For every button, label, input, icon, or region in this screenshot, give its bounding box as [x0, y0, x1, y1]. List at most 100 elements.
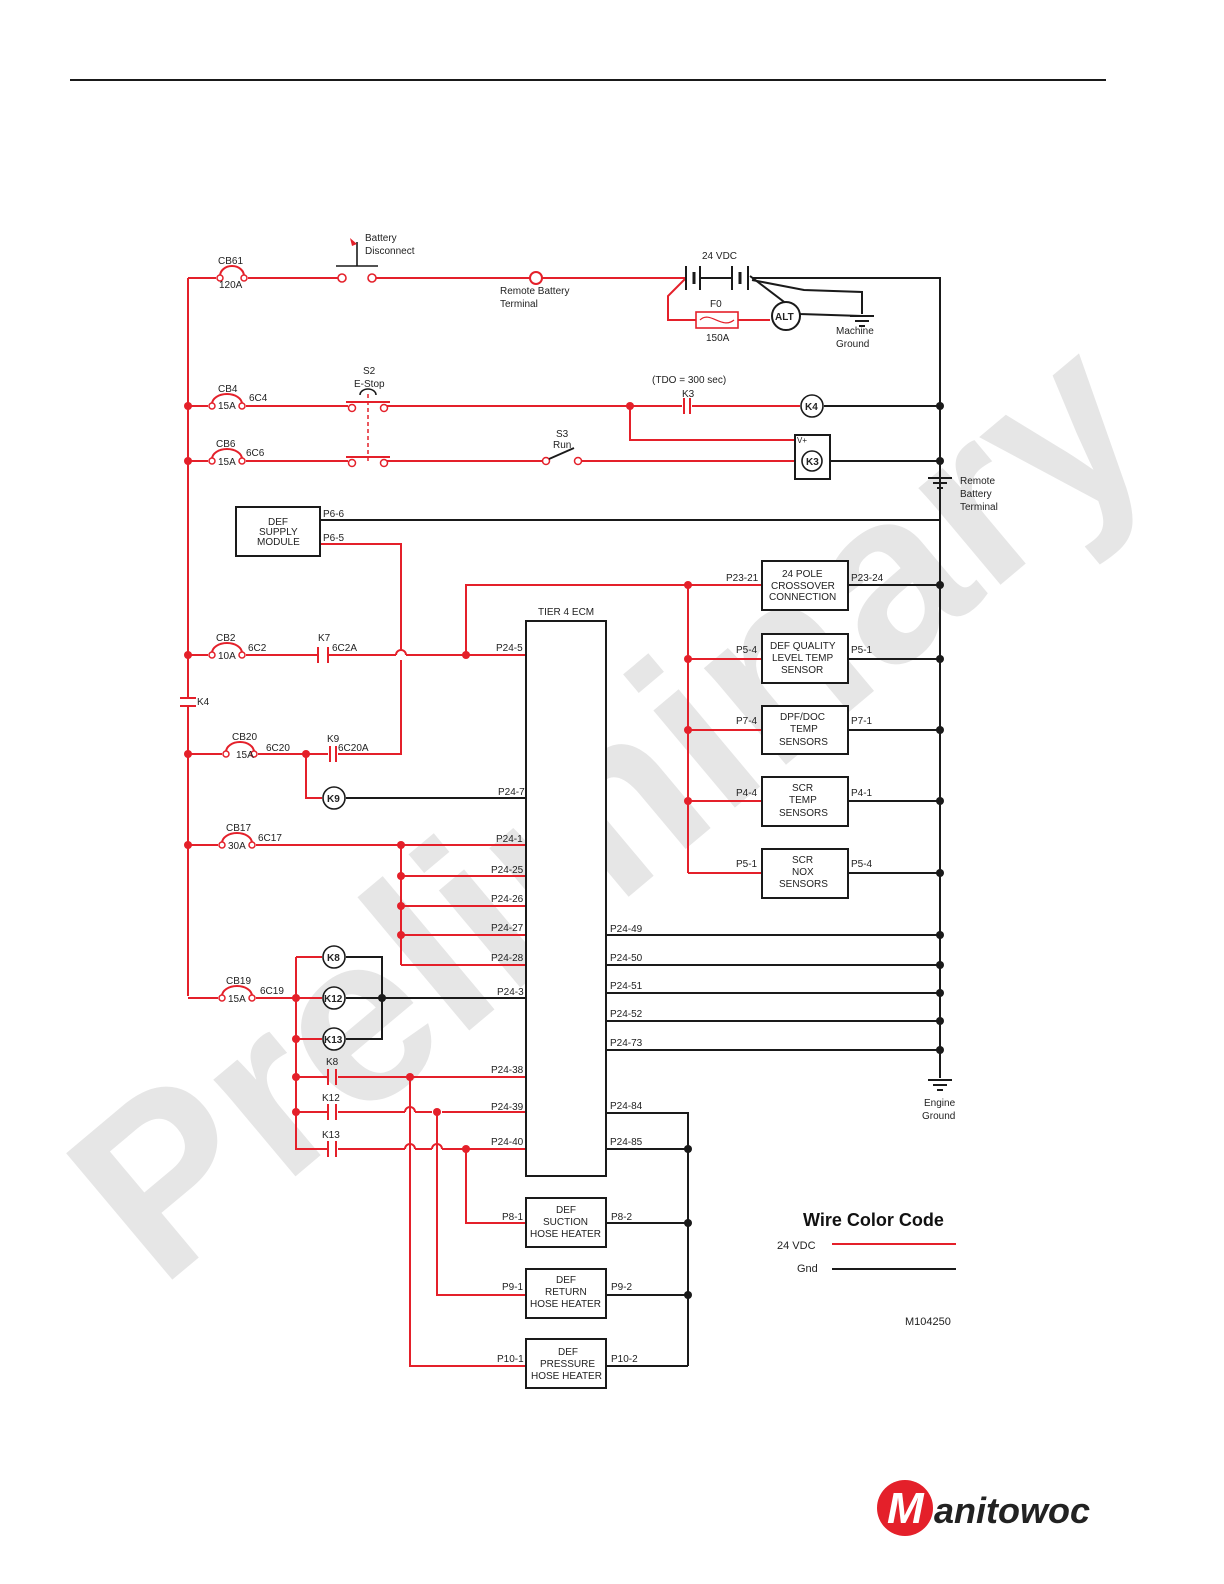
legend-vdc-label: 24 VDC — [777, 1240, 816, 1252]
estop-switch-s2: S2 E-Stop — [346, 366, 390, 468]
pin-p24-26: P24-26 — [491, 894, 524, 905]
battery-disconnect-label-1: Battery — [365, 233, 397, 244]
pin-p24-73: P24-73 — [610, 1038, 643, 1049]
k8-contact-label: K8 — [326, 1057, 339, 1068]
relay-k13-label: K13 — [324, 1035, 343, 1046]
sensor-4-line-3: SENSORS — [779, 879, 828, 890]
sensor-scr-nox: SCR NOX SENSORS P5-1 P5-4 — [736, 848, 873, 899]
heater-1-pin-left: P9-1 — [502, 1282, 524, 1293]
breaker-cb19: CB19 15A 6C19 — [218, 976, 284, 1005]
breaker-cb17: CB17 30A 6C17 — [218, 823, 282, 852]
relay-k12: K12 — [322, 986, 346, 1010]
heater-return: DEF RETURN HOSE HEATER P9-1 P9-2 — [502, 1268, 633, 1319]
heater-1-line-3: HOSE HEATER — [530, 1299, 601, 1310]
sensor-3-pin-right: P4-1 — [851, 788, 873, 799]
sensor-1-line-3: SENSOR — [781, 665, 823, 676]
sensor-0-pin-left: P23-21 — [726, 573, 759, 584]
tdo-label: (TDO = 300 sec) — [652, 375, 726, 386]
battery-voltage-label: 24 VDC — [702, 251, 737, 262]
pin-p24-40: P24-40 — [491, 1137, 524, 1148]
pin-p24-7: P24-7 — [498, 787, 525, 798]
engine-ground-label-2: Ground — [922, 1111, 955, 1122]
vplus-label: V+ — [797, 436, 807, 445]
machine-ground-label-2: Ground — [836, 339, 869, 350]
sensor-crossover: 24 POLE CROSSOVER CONNECTION P23-21 P23-… — [726, 560, 884, 611]
cb2-label: CB2 — [216, 633, 236, 644]
sensor-1-pin-right: P5-1 — [851, 645, 873, 656]
sensor-1-line-2: LEVEL TEMP — [772, 653, 833, 664]
sensor-2-line-2: TEMP — [790, 724, 818, 735]
remote-ground-label-1: Remote — [960, 476, 995, 487]
heater-pressure: DEF PRESSURE HOSE HEATER P10-1 P10-2 — [497, 1338, 638, 1389]
s3-label: Run — [553, 440, 571, 451]
watermark: Preliminary — [21, 283, 1195, 1329]
cb61-rating: 120A — [219, 280, 243, 291]
contact-k7: K7 6C2A — [317, 633, 357, 663]
remote-ground-label-2: Battery — [960, 489, 992, 500]
sensor-3-pin-left: P4-4 — [736, 788, 758, 799]
k9-contact-wire: 6C20A — [338, 743, 369, 754]
contact-k12: K12 — [322, 1093, 340, 1120]
battery-symbol: 24 VDC — [685, 251, 749, 290]
relay-k12-label: K12 — [324, 994, 343, 1005]
cb6-rating: 15A — [218, 457, 236, 468]
cb20-rating: 15A — [236, 750, 254, 761]
relay-k8: K8 — [322, 945, 346, 969]
heater-suction: DEF SUCTION HOSE HEATER P8-1 P8-2 — [502, 1197, 633, 1248]
heater-1-pin-right: P9-2 — [611, 1282, 633, 1293]
pin-p24-1: P24-1 — [496, 834, 523, 845]
relay-k4-label: K4 — [805, 402, 818, 413]
svg-text:M: M — [887, 1484, 925, 1533]
breaker-cb61: CB61 120A — [216, 256, 248, 291]
pin-p24-51: P24-51 — [610, 981, 643, 992]
sensor-2-line-3: SENSORS — [779, 737, 828, 748]
cb17-wire: 6C17 — [258, 833, 282, 844]
pin-p24-49: P24-49 — [610, 924, 643, 935]
legend-gnd-label: Gnd — [797, 1263, 818, 1275]
relay-k4: K4 — [800, 394, 824, 418]
heater-0-pin-left: P8-1 — [502, 1212, 524, 1223]
wire-color-legend: Wire Color Code 24 VDC Gnd — [777, 1210, 956, 1275]
sensor-0-pin-right: P23-24 — [851, 573, 884, 584]
pin-p24-28: P24-28 — [491, 953, 524, 964]
sensor-0-line-2: CROSSOVER — [771, 581, 835, 592]
machine-ground-label-1: Machine — [836, 326, 874, 337]
sensor-0-line-3: CONNECTION — [769, 592, 836, 603]
junction-dots — [184, 402, 944, 1299]
sensor-4-pin-right: P5-4 — [851, 859, 873, 870]
pin-p24-85: P24-85 — [610, 1137, 643, 1148]
cb2-wire: 6C2 — [248, 643, 267, 654]
sensor-scr-temp: SCR TEMP SENSORS P4-4 P4-1 — [736, 776, 873, 827]
breaker-cb6: CB6 15A 6C6 — [208, 439, 265, 468]
k4-contact-label: K4 — [197, 697, 210, 708]
def-supply-line-1: DEF — [268, 517, 288, 528]
sensor-2-line-1: DPF/DOC — [780, 712, 825, 723]
remote-battery-terminal: Remote Battery Terminal — [500, 271, 569, 310]
heater-0-pin-right: P8-2 — [611, 1212, 633, 1223]
contact-k4: K4 — [180, 697, 210, 708]
relay-k8-label: K8 — [327, 953, 340, 964]
drawing-number: M104250 — [905, 1316, 951, 1328]
breaker-cb2: CB2 10A 6C2 — [208, 633, 267, 662]
heater-1-line-1: DEF — [556, 1275, 576, 1286]
timer-relay-k3: K3 V+ — [794, 434, 831, 480]
cb61-label: CB61 — [218, 256, 243, 267]
ground-symbol-remote — [928, 477, 952, 489]
manitowoc-logo: M anitowoc — [877, 1480, 1090, 1536]
sensor-4-pin-left: P5-1 — [736, 859, 758, 870]
cb4-wire: 6C4 — [249, 393, 268, 404]
sensor-dpf-doc: DPF/DOC TEMP SENSORS P7-4 P7-1 — [736, 705, 873, 755]
relay-k13: K13 — [322, 1027, 346, 1051]
tier4-ecm: TIER 4 ECM — [525, 607, 607, 1177]
contact-k9: K9 6C20A — [327, 734, 369, 762]
contact-k8: K8 — [326, 1057, 339, 1085]
pin-p24-5: P24-5 — [496, 643, 523, 654]
def-supply-line-3: MODULE — [257, 537, 300, 548]
heater-2-pin-left: P10-1 — [497, 1354, 524, 1365]
k9-contact-label: K9 — [327, 734, 340, 745]
cb6-label: CB6 — [216, 439, 236, 450]
cb20-label: CB20 — [232, 732, 257, 743]
cb19-wire: 6C19 — [260, 986, 284, 997]
